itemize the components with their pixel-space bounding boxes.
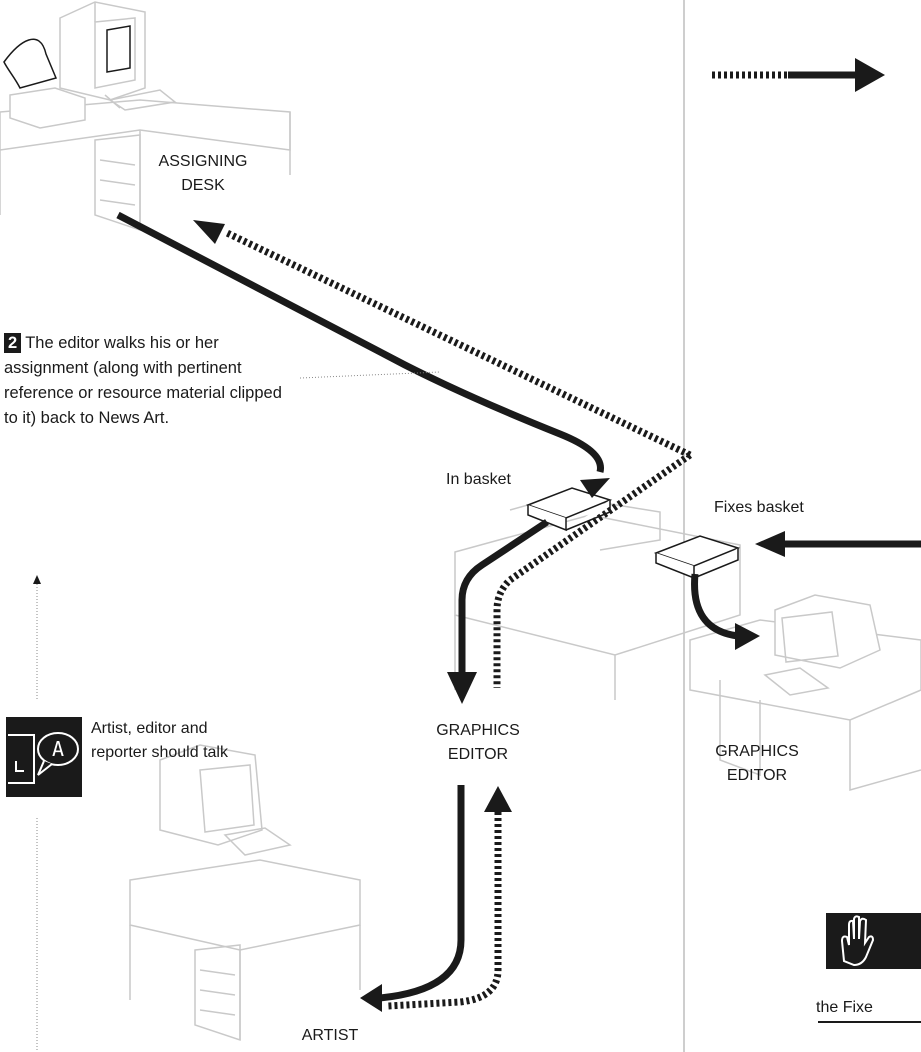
stop-hand-icon xyxy=(826,913,921,969)
talk-note-text: Artist, editor and reporter should talk xyxy=(91,717,231,765)
timeline-up-arrow-icon xyxy=(33,575,41,584)
printer-paper-icon xyxy=(4,39,56,88)
editor-to-artist-arrow xyxy=(380,785,461,998)
in-basket-label: In basket xyxy=(446,468,536,492)
svg-text:A: A xyxy=(52,737,64,761)
step-number-badge: 2 xyxy=(4,333,21,353)
monitor-screen-icon xyxy=(107,26,130,72)
return-to-desk-dashed-arrow xyxy=(225,232,690,455)
step-2-text: The editor walks his or her assignment (… xyxy=(4,334,282,427)
in-basket-to-editor-arrow xyxy=(462,522,547,672)
talk-icon: A xyxy=(6,717,82,797)
solid-flow-arrows xyxy=(118,75,921,998)
artist-desk-illustration xyxy=(130,745,360,1040)
hand-icon-badge xyxy=(826,913,921,969)
cropped-caption-text: the Fixe xyxy=(816,998,873,1018)
fixes-basket-label: Fixes basket xyxy=(714,496,834,520)
solid-arrowheads xyxy=(360,58,885,1012)
artist-label: ARTIST xyxy=(280,1024,380,1048)
